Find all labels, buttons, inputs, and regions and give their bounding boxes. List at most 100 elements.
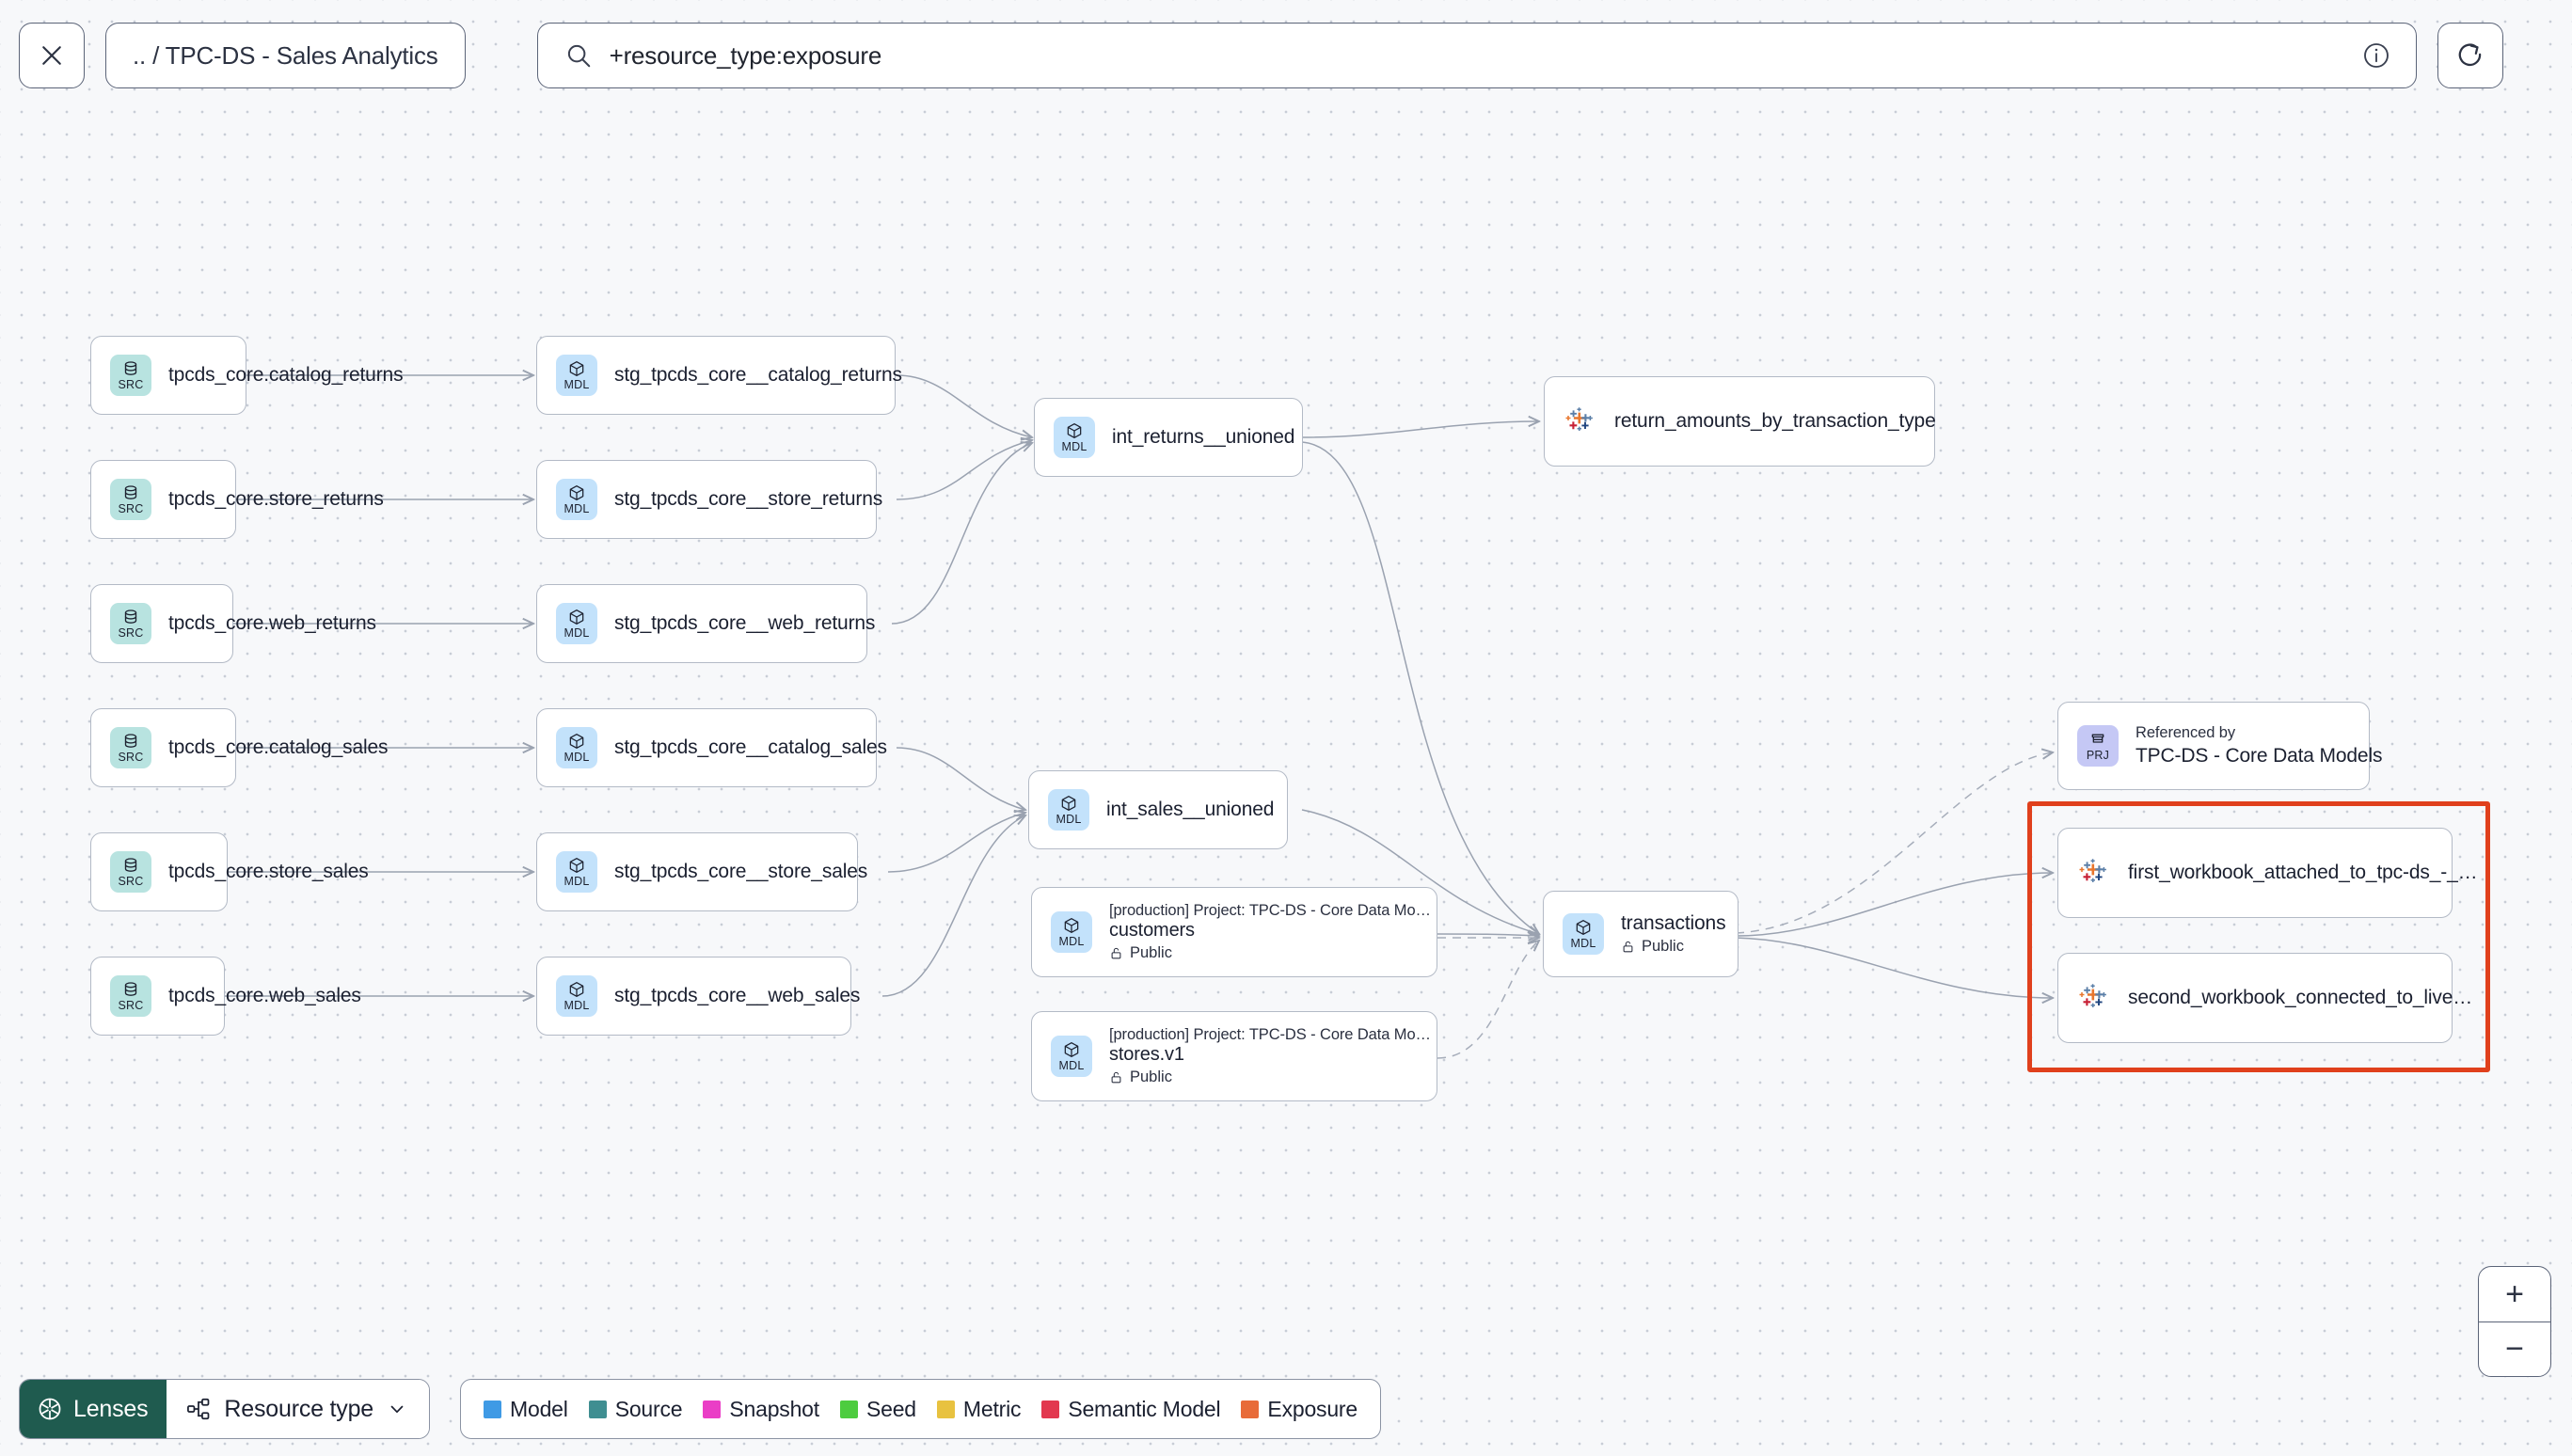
legend-label: Model (510, 1396, 568, 1421)
node-model-transactions[interactable]: MDL transactions Public (1543, 891, 1738, 977)
legend-item[interactable]: Snapshot (703, 1397, 819, 1422)
badge-label: SRC (118, 378, 144, 392)
aperture-icon (37, 1396, 63, 1422)
node-model-project[interactable]: MDL [production] Project: TPC-DS - Core … (1031, 887, 1437, 977)
node-model[interactable]: MDL stg_tpcds_core__catalog_returns (536, 336, 902, 415)
minus-icon: − (2505, 1331, 2524, 1368)
node-access-label: Public (1130, 1068, 1172, 1085)
node-project-reference[interactable]: PRJ Referenced by TPC-DS - Core Data Mod… (2057, 702, 2383, 790)
mdl-badge: MDL (1054, 417, 1095, 458)
info-icon[interactable] (2361, 40, 2391, 71)
node-source[interactable]: SRC tpcds_core.web_sales (90, 957, 361, 1036)
breadcrumb[interactable]: .. / TPC-DS - Sales Analytics (105, 23, 466, 88)
node-title: transactions (1621, 912, 1726, 934)
cube-icon (569, 609, 584, 625)
unlock-icon (1621, 940, 1635, 954)
database-icon (124, 858, 137, 873)
node-title: stg_tpcds_core__store_returns (614, 488, 883, 510)
close-icon (38, 41, 66, 70)
lenses-button[interactable]: Lenses (20, 1380, 167, 1438)
src-badge: SRC (110, 727, 151, 768)
badge-label: MDL (1061, 440, 1088, 454)
database-icon (124, 734, 137, 749)
badge-label: MDL (564, 626, 590, 641)
hierarchy-icon (185, 1396, 212, 1422)
legend-swatch (703, 1400, 722, 1418)
database-icon (124, 361, 137, 376)
src-badge: SRC (110, 479, 151, 520)
referenced-by-label: Referenced by (2135, 724, 2236, 741)
resource-type-label: Resource type (224, 1395, 374, 1422)
node-model[interactable]: MDL int_sales__unioned (1028, 770, 1288, 849)
unlock-icon (1109, 946, 1123, 960)
cube-icon (569, 982, 584, 998)
node-source[interactable]: SRC tpcds_core.catalog_sales (90, 708, 389, 787)
legend-item[interactable]: Model (484, 1397, 568, 1422)
badge-label: PRJ (2086, 749, 2110, 763)
legend-item[interactable]: Semantic Model (1041, 1397, 1221, 1422)
node-access-label: Public (1130, 944, 1172, 961)
node-source[interactable]: SRC tpcds_core.store_returns (90, 460, 384, 539)
mdl-badge: MDL (1048, 789, 1089, 831)
legend-label: Seed (865, 1396, 916, 1421)
close-button[interactable] (19, 23, 85, 88)
plus-icon: + (2505, 1275, 2524, 1312)
mdl-badge: MDL (1051, 911, 1092, 953)
refresh-button[interactable] (2437, 23, 2503, 88)
breadcrumb-label: .. / TPC-DS - Sales Analytics (133, 40, 438, 70)
node-title: TPC-DS - Core Data Models (2135, 745, 2383, 767)
node-exposure[interactable]: first_workbook_attached_to_tpc-ds_-_… (2057, 828, 2478, 918)
badge-label: SRC (118, 626, 144, 641)
node-model[interactable]: MDL stg_tpcds_core__store_sales (536, 832, 867, 911)
zoom-in-button[interactable]: + (2479, 1267, 2550, 1321)
resource-type-dropdown[interactable]: Resource type (167, 1380, 430, 1438)
database-icon (124, 982, 137, 997)
node-exposure[interactable]: second_workbook_connected_to_live… (2057, 953, 2472, 1043)
legend-swatch (484, 1400, 502, 1418)
node-title: tpcds_core.store_sales (168, 861, 369, 882)
node-model[interactable]: MDL stg_tpcds_core__store_returns (536, 460, 883, 539)
refresh-icon (2455, 40, 2485, 71)
zoom-controls: + − (2478, 1266, 2551, 1377)
search-icon (564, 41, 593, 70)
node-source[interactable]: SRC tpcds_core.web_returns (90, 584, 376, 663)
node-access: Public (1109, 944, 1431, 962)
node-model-project[interactable]: MDL [production] Project: TPC-DS - Core … (1031, 1011, 1437, 1101)
badge-label: MDL (564, 875, 590, 889)
legend-swatch (839, 1400, 858, 1418)
node-model[interactable]: MDL stg_tpcds_core__web_sales (536, 957, 860, 1036)
node-access: Public (1109, 1068, 1431, 1086)
node-source[interactable]: SRC tpcds_core.store_sales (90, 832, 369, 911)
node-exposure[interactable]: return_amounts_by_transaction_type (1544, 376, 1936, 467)
legend-swatch (1241, 1400, 1260, 1418)
mdl-badge: MDL (556, 975, 597, 1017)
badge-label: MDL (1056, 813, 1082, 827)
resource-type-legend: Model Source Snapshot Seed Metric Semant… (460, 1379, 1381, 1439)
node-model[interactable]: MDL stg_tpcds_core__catalog_sales (536, 708, 887, 787)
badge-label: MDL (564, 378, 590, 392)
top-toolbar: .. / TPC-DS - Sales Analytics +resource_… (0, 0, 2572, 111)
src-badge: SRC (110, 355, 151, 396)
legend-swatch (588, 1400, 607, 1418)
zoom-out-button[interactable]: − (2479, 1321, 2550, 1377)
node-title: tpcds_core.store_returns (168, 488, 384, 510)
node-title: customers (1109, 920, 1195, 941)
database-icon (124, 485, 137, 500)
search-input[interactable]: +resource_type:exposure (536, 23, 2417, 88)
legend-item[interactable]: Metric (936, 1397, 1022, 1422)
legend-item[interactable]: Source (588, 1397, 683, 1422)
legend-item[interactable]: Seed (839, 1396, 916, 1422)
node-model[interactable]: MDL stg_tpcds_core__web_returns (536, 584, 875, 663)
src-badge: SRC (110, 975, 151, 1017)
badge-label: SRC (118, 875, 144, 889)
tableau-icon (1564, 405, 1596, 437)
cube-icon (569, 858, 584, 874)
database-icon (124, 609, 137, 625)
node-model[interactable]: MDL int_returns__unioned (1034, 398, 1303, 477)
node-source[interactable]: SRC tpcds_core.catalog_returns (90, 336, 404, 415)
mdl-badge: MDL (556, 603, 597, 644)
legend-item[interactable]: Exposure (1241, 1397, 1357, 1422)
node-title: tpcds_core.catalog_sales (168, 736, 389, 758)
